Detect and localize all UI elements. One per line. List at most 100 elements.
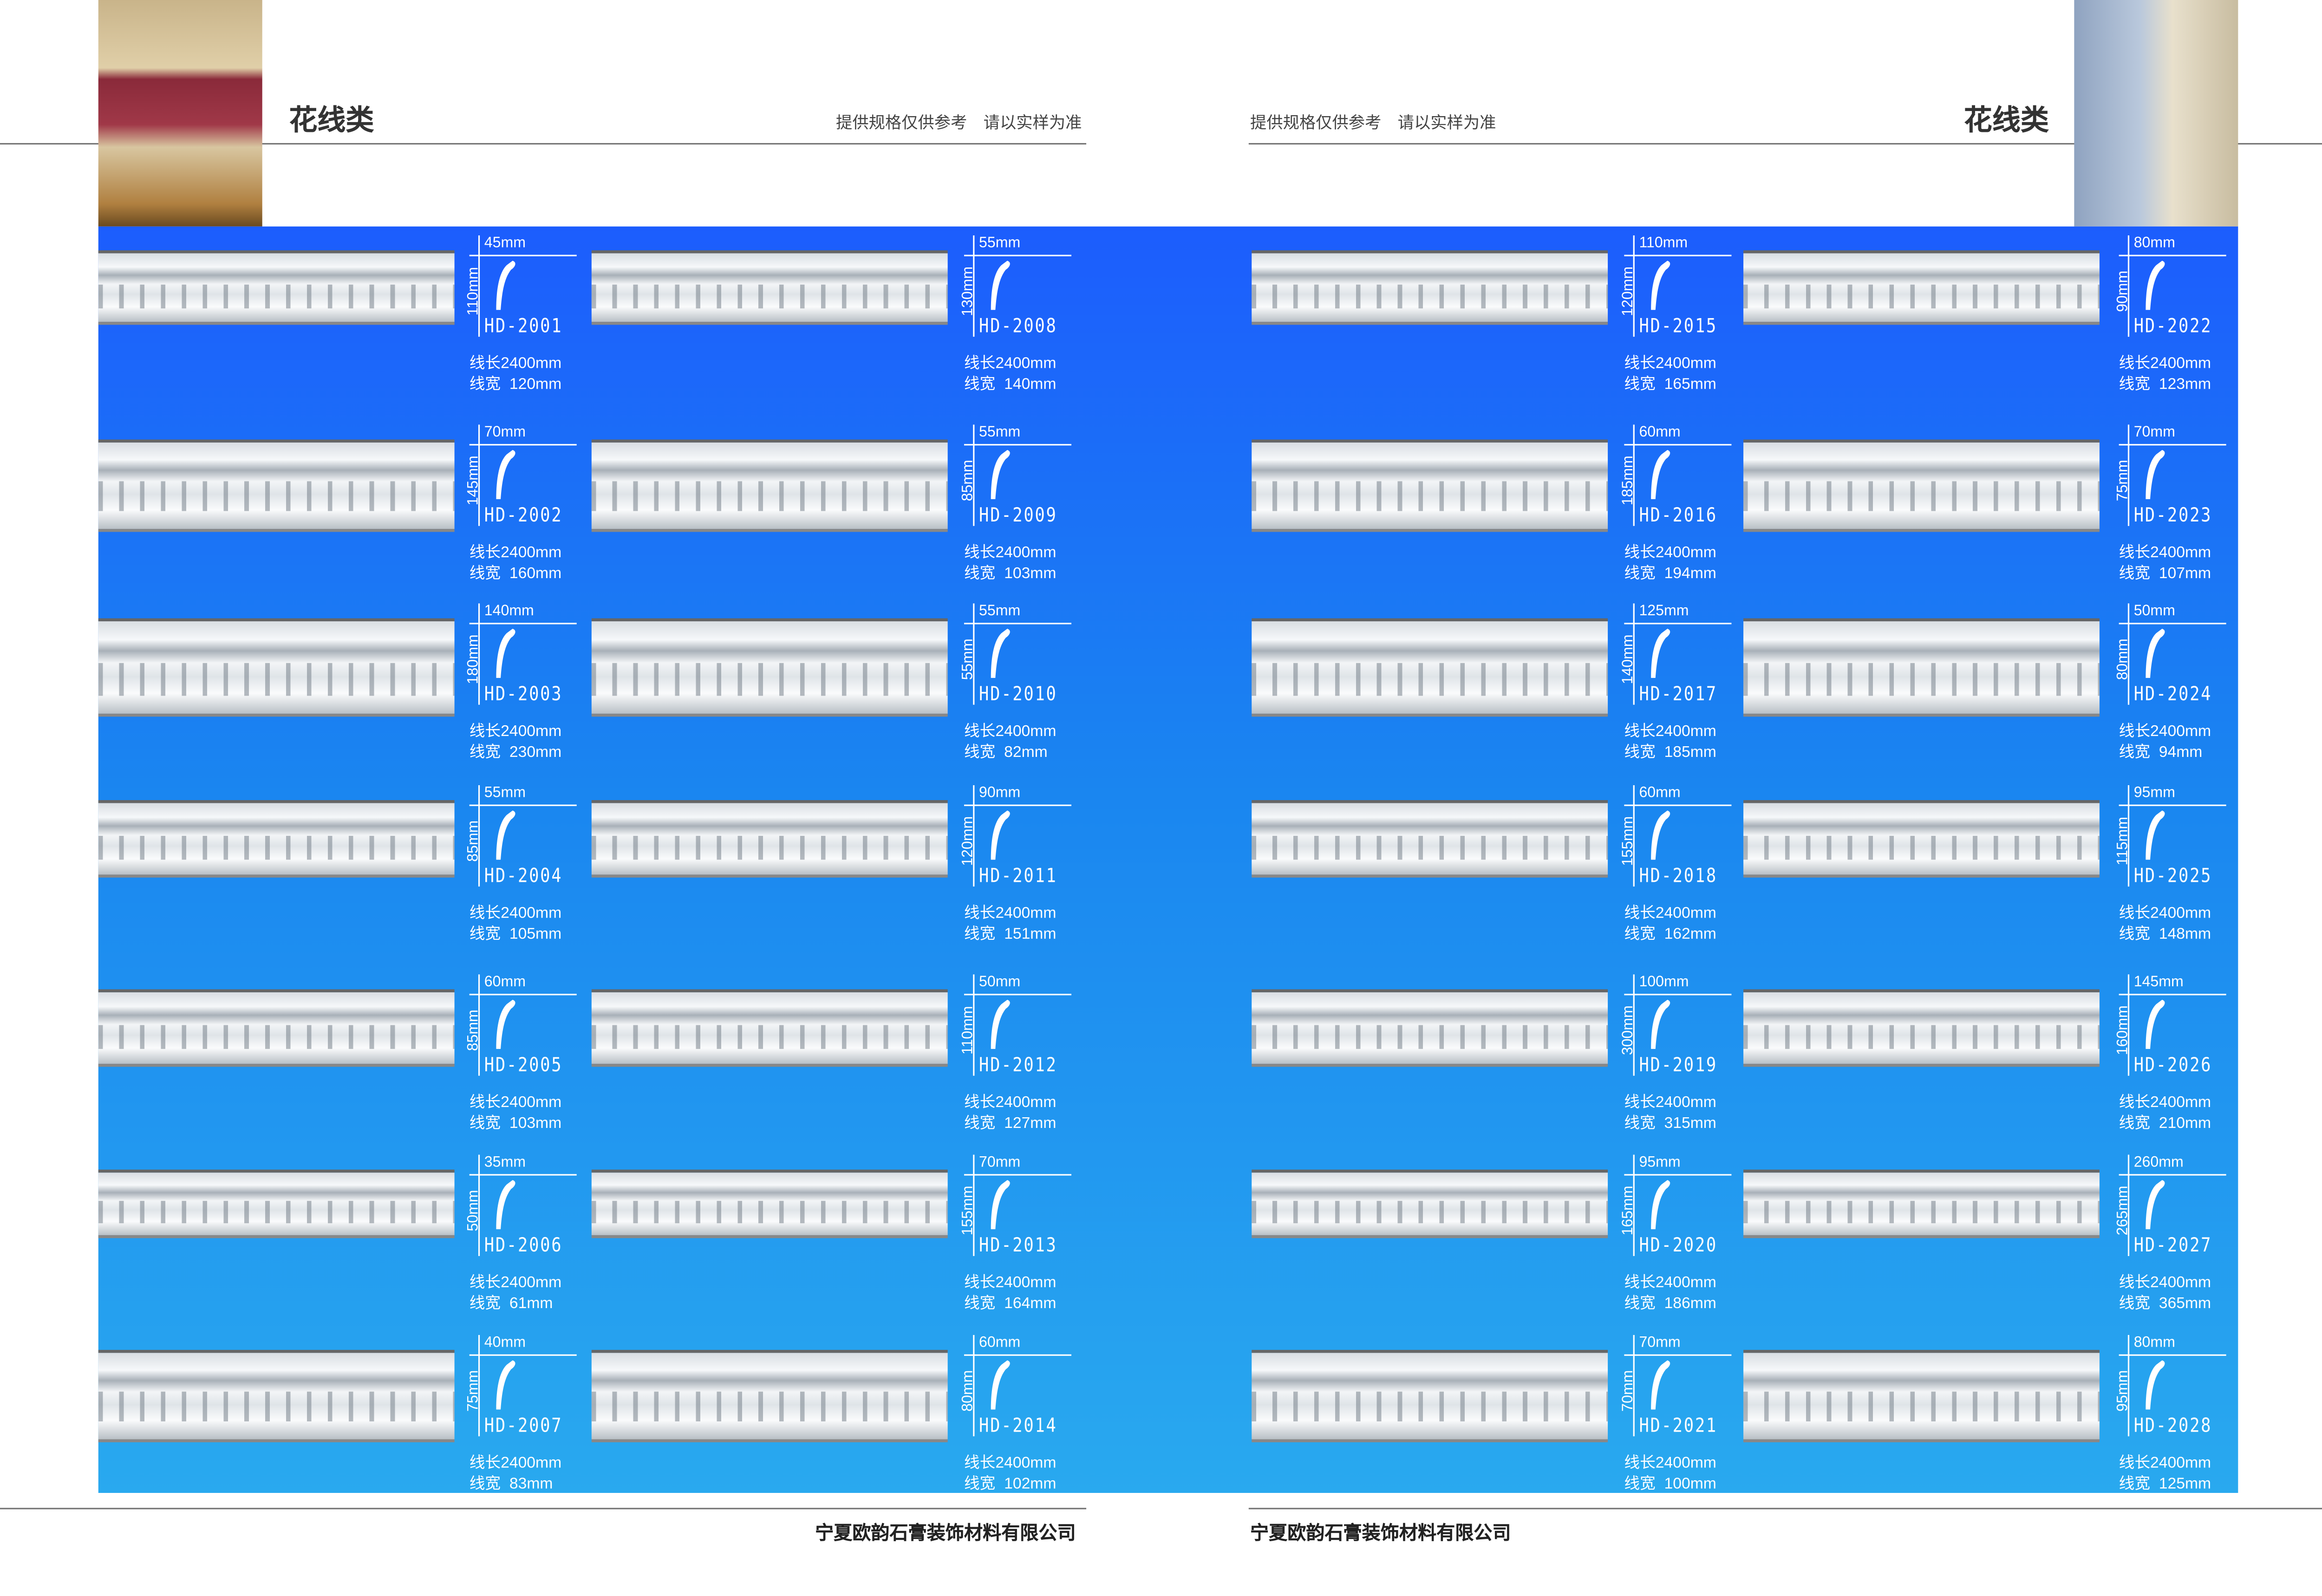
product-code: HD-2005	[484, 1055, 563, 1077]
dimension-line-horizontal	[1624, 444, 1732, 446]
profile-width: 55mm	[484, 785, 526, 802]
width-label: 线宽	[469, 1475, 501, 1493]
dimension-line-vertical	[478, 235, 480, 337]
dimension-line-horizontal	[2119, 623, 2226, 625]
molding-photo	[1252, 439, 1608, 532]
footer-rule-right	[1248, 1508, 2322, 1510]
length-spec: 线长2400mm	[470, 720, 561, 742]
product-code: HD-2028	[2133, 1415, 2212, 1438]
product-item[interactable]: 145mm 160mm HD-2026 线长2400mm 线宽 210mm	[1743, 974, 2322, 1138]
product-code: HD-2016	[1639, 505, 1717, 528]
product-item[interactable]: 50mm 110mm HD-2012 线长2400mm 线宽 127mm	[591, 974, 1233, 1138]
dimension-line-vertical	[2127, 235, 2130, 337]
product-item[interactable]: 80mm 90mm HD-2022 线长2400mm 线宽 123mm	[1743, 235, 2322, 399]
molding-photo	[1743, 989, 2100, 1067]
width-spec: 线宽 365mm	[2119, 1292, 2211, 1314]
width-label: 线宽	[964, 925, 996, 944]
length-label: 线长	[469, 723, 501, 741]
width-value: 103mm	[509, 1114, 562, 1133]
profile-height: 85mm	[465, 820, 482, 862]
spec-block: 260mm 265mm HD-2027 线长2400mm 线宽 365mm	[2115, 1154, 2238, 1319]
length-spec: 线长2400mm	[964, 901, 1056, 924]
product-code: HD-2021	[1639, 1415, 1717, 1438]
length-spec: 线长2400mm	[1624, 1271, 1716, 1293]
product-item[interactable]: 70mm 70mm HD-2021 线长2400mm 线宽 100mm	[1252, 1335, 1892, 1499]
page-title-left: 花线类	[289, 104, 374, 137]
width-spec: 线宽 83mm	[470, 1472, 553, 1494]
product-item[interactable]: 60mm 85mm HD-2005 线长2400mm 线宽 103mm	[98, 974, 739, 1138]
dimension-line-vertical	[1633, 235, 1635, 337]
product-item[interactable]: 100mm 300mm HD-2019 线长2400mm 线宽 315mm	[1252, 974, 1892, 1138]
product-item[interactable]: 95mm 115mm HD-2025 线长2400mm 线宽 148mm	[1743, 785, 2322, 949]
product-code: HD-2018	[1639, 866, 1717, 888]
product-item[interactable]: 55mm 130mm HD-2008 线长2400mm 线宽 140mm	[591, 235, 1233, 399]
profile-section-icon	[1651, 999, 1670, 1049]
width-value: 162mm	[1664, 925, 1716, 944]
product-item[interactable]: 55mm 55mm HD-2010 线长2400mm 线宽 82mm	[591, 603, 1233, 767]
product-item[interactable]: 80mm 95mm HD-2028 线长2400mm 线宽 125mm	[1743, 1335, 2322, 1499]
length-spec: 线长2400mm	[2119, 541, 2211, 563]
product-item[interactable]: 40mm 75mm HD-2007 线长2400mm 线宽 83mm	[98, 1335, 739, 1499]
length-label: 线长	[469, 1274, 501, 1292]
profile-height: 300mm	[1620, 1005, 1637, 1055]
product-code: HD-2010	[979, 684, 1057, 706]
product-code: HD-2027	[2133, 1235, 2212, 1258]
product-item[interactable]: 90mm 120mm HD-2011 线长2400mm 线宽 151mm	[591, 785, 1233, 949]
product-item[interactable]: 95mm 165mm HD-2020 线长2400mm 线宽 186mm	[1252, 1154, 1892, 1319]
dimension-line-horizontal	[1624, 623, 1732, 625]
product-item[interactable]: 110mm 120mm HD-2015 线长2400mm 线宽 165mm	[1252, 235, 1892, 399]
product-item[interactable]: 125mm 140mm HD-2017 线长2400mm 线宽 185mm	[1252, 603, 1892, 767]
width-spec: 线宽 210mm	[2119, 1112, 2211, 1134]
dimension-line-horizontal	[469, 804, 577, 806]
width-spec: 线宽 102mm	[964, 1472, 1056, 1494]
length-label: 线长	[964, 354, 996, 373]
product-item[interactable]: 260mm 265mm HD-2027 线长2400mm 线宽 365mm	[1743, 1154, 2322, 1319]
profile-section-icon	[991, 999, 1010, 1049]
spec-block: 50mm 110mm HD-2012 线长2400mm 线宽 127mm	[960, 974, 1083, 1138]
profile-width: 55mm	[979, 235, 1021, 252]
product-item[interactable]: 140mm 180mm HD-2003 线长2400mm 线宽 230mm	[98, 603, 739, 767]
width-value: 365mm	[2159, 1295, 2211, 1313]
length-value: 2400mm	[1655, 904, 1716, 923]
product-item[interactable]: 60mm 185mm HD-2016 线长2400mm 线宽 194mm	[1252, 424, 1892, 588]
profile-height: 155mm	[1620, 816, 1637, 866]
spec-block: 60mm 155mm HD-2018 线长2400mm 线宽 162mm	[1620, 785, 1743, 949]
dimension-line-vertical	[2127, 785, 2130, 887]
width-spec: 线宽 148mm	[2119, 922, 2211, 945]
profile-width: 140mm	[484, 603, 534, 620]
length-value: 2400mm	[2150, 354, 2211, 373]
width-spec: 线宽 107mm	[2119, 562, 2211, 584]
profile-width: 110mm	[1639, 235, 1688, 252]
product-item[interactable]: 45mm 110mm HD-2001 线长2400mm 线宽 120mm	[98, 235, 739, 399]
spec-block: 40mm 75mm HD-2007 线长2400mm 线宽 83mm	[466, 1335, 589, 1499]
width-value: 315mm	[1664, 1114, 1716, 1133]
dimension-line-horizontal	[964, 1174, 1071, 1176]
width-label: 线宽	[469, 1295, 501, 1313]
product-item[interactable]: 55mm 85mm HD-2004 线长2400mm 线宽 105mm	[98, 785, 739, 949]
product-item[interactable]: 50mm 80mm HD-2024 线长2400mm 线宽 94mm	[1743, 603, 2322, 767]
width-value: 140mm	[1004, 375, 1057, 394]
molding-photo	[591, 618, 948, 717]
molding-photo	[591, 439, 948, 532]
length-spec: 线长2400mm	[2119, 352, 2211, 374]
dimension-line-horizontal	[964, 1354, 1071, 1356]
dimension-line-vertical	[1633, 424, 1635, 526]
product-item[interactable]: 70mm 75mm HD-2023 线长2400mm 线宽 107mm	[1743, 424, 2322, 588]
spec-block: 95mm 115mm HD-2025 线长2400mm 线宽 148mm	[2115, 785, 2238, 949]
product-item[interactable]: 70mm 145mm HD-2002 线长2400mm 线宽 160mm	[98, 424, 739, 588]
product-item[interactable]: 35mm 50mm HD-2006 线长2400mm 线宽 61mm	[98, 1154, 739, 1319]
product-item[interactable]: 60mm 155mm HD-2018 线长2400mm 线宽 162mm	[1252, 785, 1892, 949]
product-item[interactable]: 70mm 155mm HD-2013 线长2400mm 线宽 164mm	[591, 1154, 1233, 1319]
profile-height: 160mm	[2115, 1005, 2132, 1055]
molding-photo	[98, 439, 455, 532]
length-value: 2400mm	[2150, 544, 2211, 562]
product-item[interactable]: 55mm 85mm HD-2009 线长2400mm 线宽 103mm	[591, 424, 1233, 588]
profile-section-icon	[991, 261, 1010, 310]
width-label: 线宽	[1624, 565, 1656, 583]
product-item[interactable]: 60mm 80mm HD-2014 线长2400mm 线宽 102mm	[591, 1335, 1233, 1499]
profile-width: 50mm	[979, 974, 1021, 991]
profile-section-icon	[2146, 629, 2165, 678]
dimension-line-horizontal	[469, 623, 577, 625]
width-spec: 线宽 100mm	[1624, 1472, 1716, 1494]
